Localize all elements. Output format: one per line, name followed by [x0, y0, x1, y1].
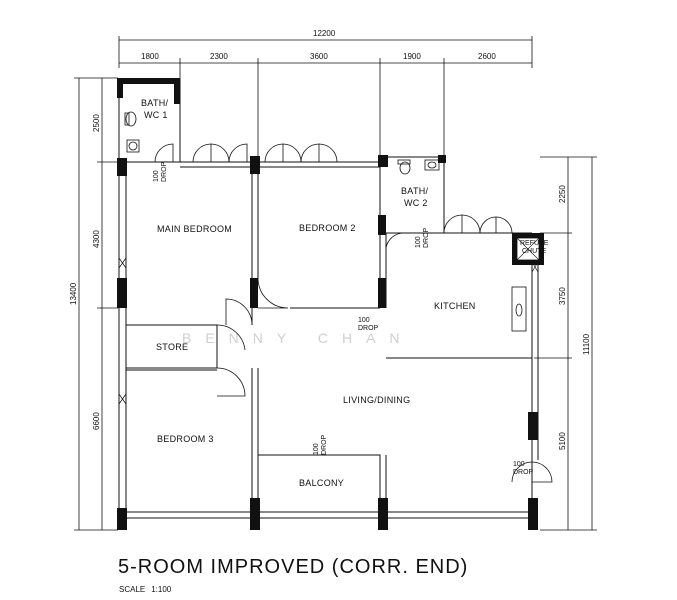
dim-top-5: 2600 — [478, 52, 496, 61]
dim-top-3: 3600 — [310, 52, 328, 61]
drop-label: 100 — [415, 236, 422, 248]
bedroom3-label: BEDROOM 3 — [157, 434, 214, 444]
door-swings — [154, 143, 553, 483]
dimension-labels: 12200 1800 2300 3600 1900 2600 13400 250… — [69, 29, 591, 450]
bath2-label-line2: WC 2 — [404, 198, 428, 208]
dim-left-3: 6600 — [92, 412, 101, 430]
drop-label: DROP — [513, 469, 534, 476]
refuse-chute-label-2: CHUTE — [522, 248, 546, 255]
plan-scale: SCALE 1:100 — [119, 585, 177, 594]
drop-label: DROP — [161, 161, 168, 182]
dimension-lines — [74, 36, 597, 531]
dim-right-3: 5100 — [558, 432, 567, 450]
bath1-label-line1: BATH/ — [141, 98, 169, 108]
dim-top-4: 1900 — [403, 52, 421, 61]
plan-title: 5-ROOM IMPROVED (CORR. END) — [118, 556, 469, 578]
drop-label: 100 — [513, 461, 525, 468]
dim-left-2: 4300 — [92, 230, 101, 248]
windows — [118, 257, 539, 405]
drop-label: 100 — [313, 443, 320, 455]
dim-right-2: 3750 — [558, 287, 567, 305]
watermark: BENNY CHAN — [182, 330, 414, 346]
store-label: STORE — [156, 342, 188, 352]
room-labels: BATH/ WC 1 BATH/ WC 2 MAIN BEDROOM BEDRO… — [141, 98, 476, 488]
dim-top-1: 1800 — [141, 52, 159, 61]
drop-label: DROP — [321, 434, 328, 455]
bath2-label-line1: BATH/ — [401, 186, 429, 196]
refuse-chute: REFUSE CHUTE — [512, 233, 549, 265]
refuse-chute-label-1: REFUSE — [520, 240, 549, 247]
dim-left-1: 2500 — [92, 114, 101, 132]
dim-left-total: 13400 — [69, 282, 78, 305]
dim-top-2: 2300 — [210, 52, 228, 61]
fixtures — [124, 111, 527, 332]
kitchen-label: KITCHEN — [434, 301, 476, 311]
living-dining-label: LIVING/DINING — [343, 395, 410, 405]
scale-value: 1:100 — [151, 585, 172, 594]
drop-labels: 100 DROP 100 DROP 100 DROP 100 DROP 100 … — [153, 161, 534, 476]
balcony-label: BALCONY — [299, 478, 344, 488]
dim-right-total: 11100 — [582, 333, 591, 355]
drop-label: 100 — [153, 170, 160, 182]
drop-label: DROP — [423, 227, 430, 248]
dim-right-1: 2250 — [558, 185, 567, 203]
dim-total-width: 12200 — [313, 29, 336, 38]
scale-label: SCALE — [119, 585, 146, 594]
main-bedroom-label: MAIN BEDROOM — [157, 224, 232, 234]
bath1-label-line2: WC 1 — [144, 110, 168, 120]
drop-label: DROP — [358, 325, 379, 332]
bedroom2-label: BEDROOM 2 — [299, 223, 356, 233]
drop-label: 100 — [358, 317, 370, 324]
